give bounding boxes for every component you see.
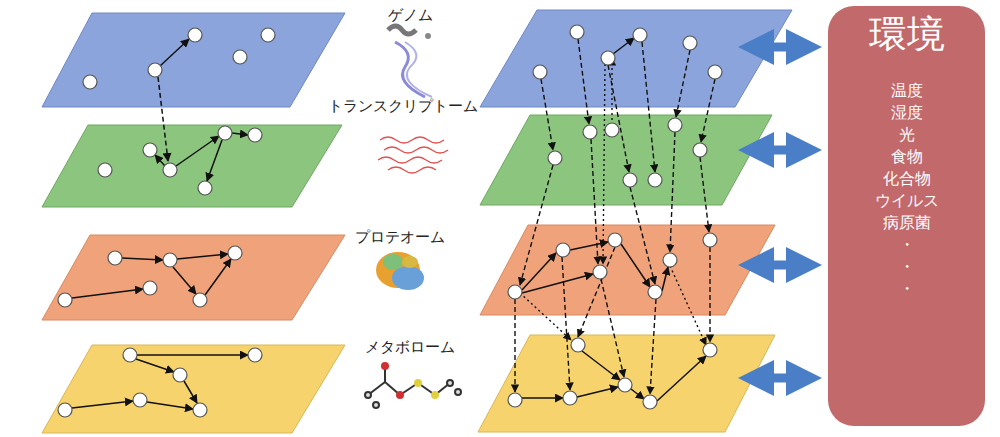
metabolite-icon — [365, 362, 461, 408]
factor-list: 温度 湿度 光 食物 化合物 ウイルス 病原菌 ・ ・ ・ — [852, 80, 962, 300]
layer-label: プロテオーム — [355, 228, 445, 247]
box-heading: 環境 — [828, 10, 985, 58]
genome-icon — [388, 26, 432, 97]
transcript-icon — [378, 137, 448, 173]
layer-label: トランスクリプトーム — [328, 97, 478, 116]
protein-icon — [376, 252, 424, 290]
layer-label: メタボローム — [365, 338, 455, 357]
layer-label: ゲノム — [388, 6, 433, 25]
environment-box: 環境温度 湿度 光 食物 化合物 ウイルス 病原菌 ・ ・ ・ — [828, 6, 985, 426]
